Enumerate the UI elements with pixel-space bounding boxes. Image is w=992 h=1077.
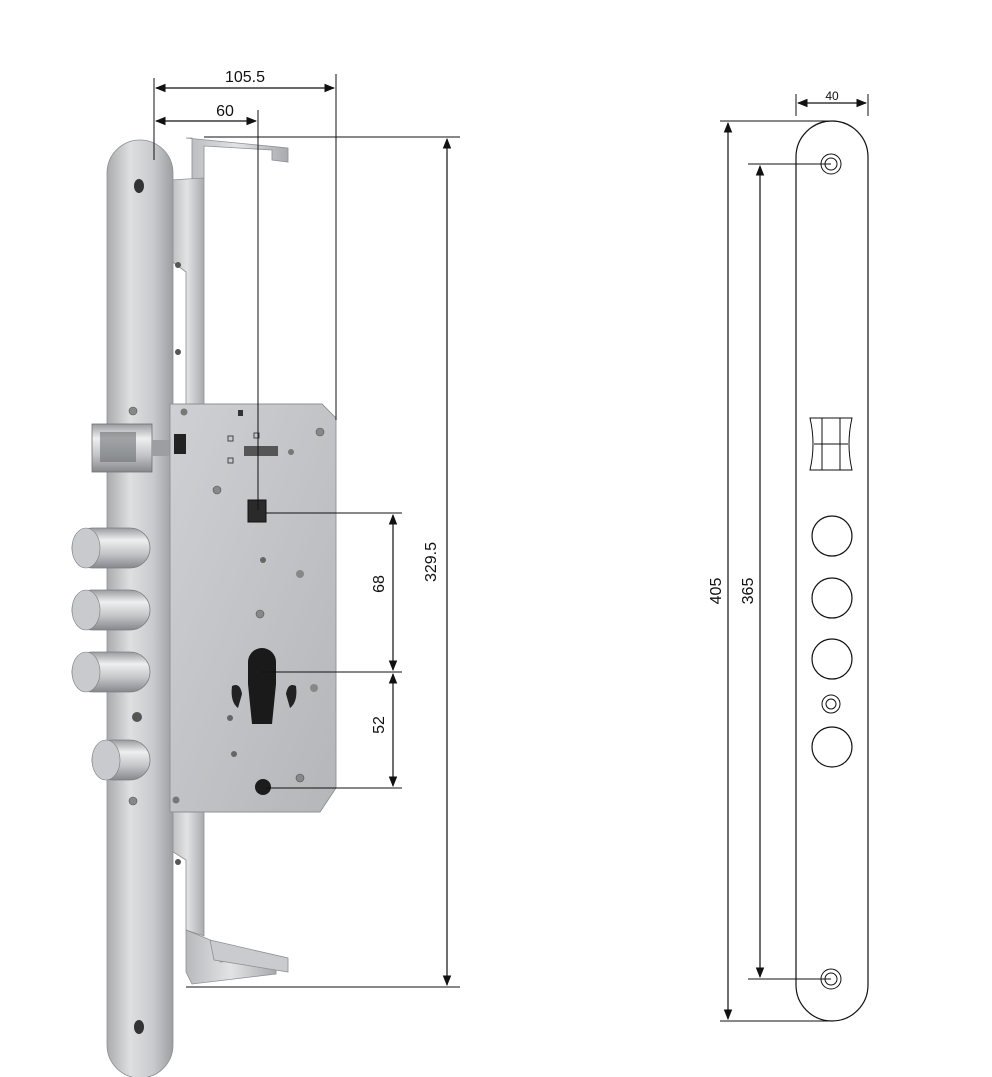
faceplate-outline	[795, 120, 869, 1022]
deadbolt-4	[91, 739, 151, 781]
bolt-hole-2	[811, 577, 853, 619]
handle-follower	[247, 499, 267, 523]
latch-bolt	[91, 423, 172, 473]
lock-case	[169, 403, 337, 813]
deadbolt-3	[71, 651, 151, 693]
faceplate-front-view	[795, 120, 869, 1022]
deadbolt-2	[71, 589, 151, 631]
deadbolts	[71, 527, 151, 781]
top-rod-bracket	[169, 137, 289, 405]
lower-spindle-hole	[255, 779, 271, 795]
bolt-hole-3	[811, 638, 853, 680]
dim-overall-width: 105.5	[225, 69, 265, 86]
right-dimensions: 40 405 365	[708, 89, 869, 1022]
small-screw-hole	[821, 694, 841, 714]
lock-body-illustration	[71, 137, 337, 1077]
left-dimensions: 105.5 60 329.5 68 52	[153, 69, 460, 988]
dim-faceplate-width: 40	[825, 89, 839, 103]
bolt-hole-4	[811, 726, 853, 768]
dim-screw-centers: 365	[740, 578, 757, 605]
dim-case-height: 329.5	[423, 542, 440, 582]
faceplate-screw-hole-bottom	[134, 1020, 144, 1034]
bottom-rod-bracket	[169, 811, 289, 985]
dim-handle-to-cylinder: 68	[371, 575, 388, 593]
latch-opening	[809, 417, 853, 471]
cylinder-cutout	[248, 648, 276, 724]
deadbolt-1	[71, 527, 151, 569]
dim-cylinder-to-lower: 52	[371, 716, 388, 734]
dim-backset: 60	[216, 103, 234, 120]
bolt-hole-1	[811, 515, 853, 557]
faceplate-screw-hole-top	[134, 179, 144, 193]
dim-faceplate-length: 405	[708, 578, 725, 605]
